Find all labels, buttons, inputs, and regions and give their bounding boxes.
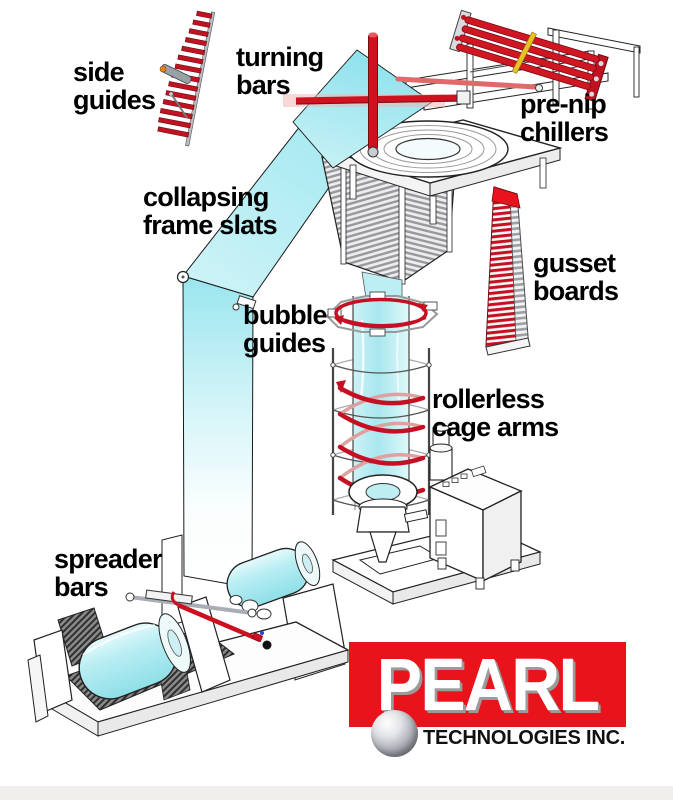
label-bubble-guides: bubble guides	[243, 300, 328, 358]
label-collapsing-frame-slats: collapsing frame slats	[143, 182, 278, 240]
pearl-logo: PEARL TECHNOLOGIES INC.	[349, 642, 626, 757]
label-line: gusset	[533, 248, 616, 278]
bottom-margin-strip	[0, 786, 673, 800]
label-line: chillers	[520, 117, 609, 147]
film-roll-front	[78, 613, 191, 700]
label-line: rollerless	[432, 384, 545, 414]
label-line: bars	[54, 572, 109, 602]
spreader-bar-assembly	[125, 589, 272, 650]
label-line: boards	[533, 276, 619, 306]
label-line: side	[73, 57, 125, 87]
control-cabinet	[428, 465, 523, 590]
label-line: turning	[236, 42, 324, 72]
label-line: bars	[236, 70, 291, 100]
label-line: pre-nip	[520, 89, 607, 119]
pearl-logo-wordmark: PEARL	[376, 643, 600, 726]
bubble-guide-ring	[325, 291, 439, 337]
label-line: spreader	[54, 544, 162, 574]
label-line: frame slats	[143, 210, 278, 240]
label-line: collapsing	[143, 182, 269, 212]
turning-bar-vertical	[368, 32, 378, 152]
label-line: cage arms	[432, 412, 559, 442]
label-line: bubble	[243, 300, 328, 330]
label-spreader-bars: spreader bars	[54, 545, 162, 601]
winder	[27, 534, 350, 737]
label-side-guides: side guides	[73, 57, 156, 115]
label-rollerless-cage-arms: rollerless cage arms	[432, 384, 559, 442]
pearl-sphere-icon	[371, 710, 418, 757]
pearl-logo-subtitle: TECHNOLOGIES INC.	[423, 727, 626, 749]
label-gusset-boards: gusset boards	[533, 248, 619, 306]
label-turning-bars: turning bars	[236, 42, 324, 100]
gusset-boards-component	[485, 186, 531, 356]
extruder-die-and-cabinet	[331, 424, 542, 605]
side-guides-component	[157, 10, 216, 147]
turning-bars-assembly	[283, 32, 543, 169]
label-pre-nip-chillers: pre-nip chillers	[520, 89, 609, 147]
pre-nip-chillers-component	[449, 9, 609, 102]
label-line: guides	[73, 85, 156, 115]
label-line: guides	[243, 328, 326, 358]
hopper	[429, 424, 453, 481]
film-roll-rear	[226, 541, 321, 609]
